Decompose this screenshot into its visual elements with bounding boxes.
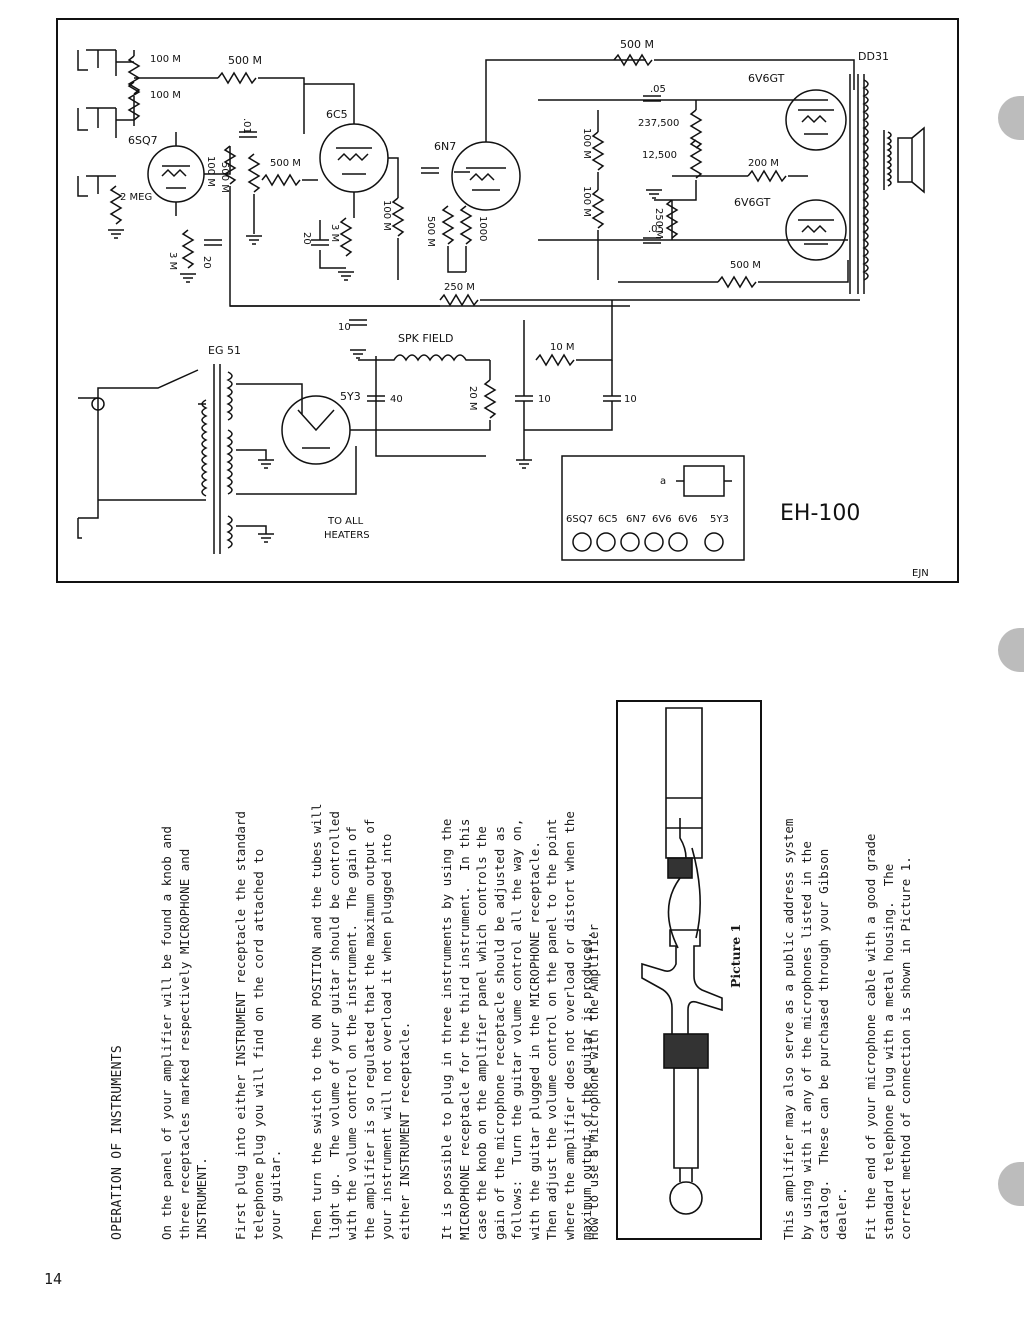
label-r-500m-d: 500 M: [425, 216, 436, 247]
label-heaters-line1: TO ALL: [327, 516, 364, 527]
power-transformer: [201, 364, 233, 554]
tube-layout-panel: [561, 455, 745, 561]
label-r-500m-b: 500 M: [219, 162, 230, 193]
label-c-20b: 20: [301, 232, 312, 245]
label-r-10m: 10 M: [550, 342, 575, 353]
tube-5y3: [281, 395, 351, 465]
label-c-40: 40: [390, 394, 403, 405]
label-r-250m-a: 250 M: [653, 208, 664, 239]
label-power-transformer: EG 51: [208, 344, 241, 357]
paragraph-first-plug: First plug into either INSTRUMENT recept…: [233, 811, 283, 1240]
label-r-100m-e: 100 M: [581, 128, 592, 159]
tube-6n7: [451, 59, 646, 211]
label-c-10c: 10: [624, 394, 637, 405]
label-c-20a: 20: [201, 256, 212, 269]
tube-6v6gt-bottom: [785, 199, 847, 261]
label-r-100m-c: 100 M: [205, 156, 216, 187]
label-r-237500: 237,500: [638, 118, 679, 129]
schematic-title: EH-100: [780, 501, 860, 526]
label-c-05b: .05: [648, 224, 664, 235]
microphone-heading: How to use a Microphone with the Amplifi…: [586, 923, 601, 1240]
label-r-100m-a: 100 M: [150, 54, 181, 65]
schematic-drawing: 100 M 100 M 500 M 2 MEG 6SQ7 3 M 20 .01 …: [77, 38, 929, 579]
paragraph-switch-on: Then turn the switch to the ON POSITION …: [309, 803, 412, 1241]
label-r-3m-b: 3 M: [329, 224, 340, 242]
label-panel-tube-5: 6V6: [678, 514, 698, 525]
label-c-01: .01: [241, 118, 252, 134]
paragraph-mic-cable: Fit the end of your microphone cable wit…: [863, 833, 913, 1240]
label-r-500m-e: 500 M: [730, 260, 761, 271]
telephone-plug-illustration: [641, 707, 723, 1215]
label-c-10a: 10: [338, 322, 351, 333]
label-panel-tube-3: 6N7: [626, 514, 646, 525]
input-jacks: [77, 49, 140, 239]
label-panel-fuse: a: [660, 476, 666, 487]
label-panel-tube-4: 6V6: [652, 514, 672, 525]
label-r-500m-top: 500 M: [620, 38, 654, 51]
label-c-05a: .05: [650, 84, 666, 95]
label-r-20m: 20 M: [467, 386, 478, 411]
schematic-diagram: 100 M 100 M 500 M 2 MEG 6SQ7 3 M 20 .01 …: [56, 18, 959, 583]
label-c-10b: 10: [538, 394, 551, 405]
page-number: 14: [44, 1270, 63, 1288]
label-r-2meg: 2 MEG: [120, 192, 152, 203]
label-panel-tube-6: 5Y3: [710, 514, 729, 525]
output-transformer: [849, 74, 925, 294]
label-tube-6c5: 6C5: [326, 108, 348, 121]
tube-6v6gt-top: [785, 89, 847, 151]
label-panel-tube-2: 6C5: [598, 514, 618, 525]
label-tube-6v6gt-bottom: 6V6GT: [734, 196, 771, 209]
label-speaker-field: SPK FIELD: [398, 332, 453, 345]
picture-1-caption: Picture 1: [728, 923, 743, 988]
draftsman-initials: EJN: [912, 568, 929, 579]
label-r-500m-c: 500 M: [270, 158, 301, 169]
label-r-500m-a: 500 M: [228, 54, 262, 67]
paragraph-three-instruments: It is possible to plug in three instrume…: [439, 811, 594, 1240]
label-tube-5y3: 5Y3: [340, 390, 361, 403]
tube-6c5: [304, 83, 389, 193]
label-r-250m-b: 250 M: [444, 282, 475, 293]
label-r-100m-b: 100 M: [150, 90, 181, 101]
label-tube-6sq7: 6SQ7: [128, 134, 158, 147]
label-r-3m-a: 3 M: [167, 252, 178, 270]
paragraph-public-address: This amplifier may also serve as a publi…: [781, 818, 849, 1240]
label-output-transformer: DD31: [858, 50, 889, 63]
label-tube-6n7: 6N7: [434, 140, 456, 153]
label-r-12500: 12,500: [642, 150, 677, 161]
label-r-100m-d: 100 M: [381, 200, 392, 231]
paragraph-panel: On the panel of your amplifier will be f…: [159, 826, 209, 1240]
label-r-200m: 200 M: [748, 158, 779, 169]
picture-1-figure: Picture 1: [616, 700, 762, 1240]
binder-hole-top: [998, 96, 1024, 140]
label-tube-6v6gt-top: 6V6GT: [748, 72, 785, 85]
label-r-1000: 1000: [477, 216, 488, 241]
label-panel-tube-1: 6SQ7: [566, 514, 593, 525]
label-heaters-line2: HEATERS: [324, 530, 370, 541]
label-r-100m-f: 100 M: [581, 186, 592, 217]
operation-heading: OPERATION OF INSTRUMENTS: [110, 1044, 125, 1240]
